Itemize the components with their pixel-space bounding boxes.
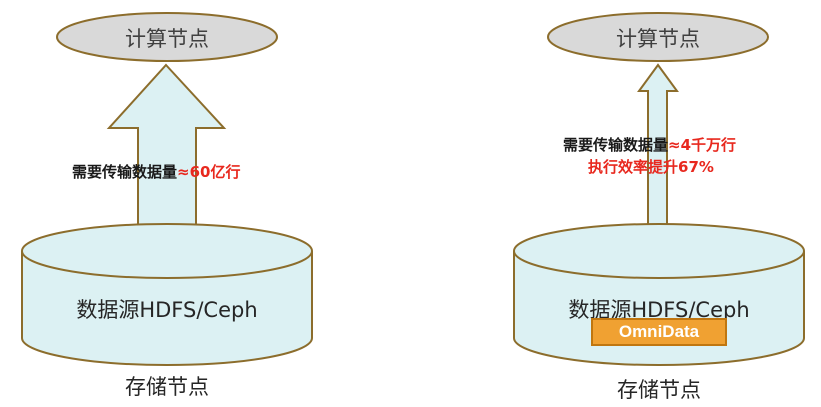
- left-transfer-value: ≈60亿行: [177, 163, 241, 181]
- right-transfer-value: ≈4千万行: [668, 136, 737, 154]
- left-transfer-arrow: [106, 63, 227, 241]
- left-data-source-cylinder: [21, 223, 313, 366]
- right-storage-node-label: 存储节点: [617, 378, 701, 402]
- right-compute-node-label: 计算节点: [616, 27, 700, 51]
- left-compute-node-label: 计算节点: [125, 27, 209, 51]
- omnidata-badge: OmniData: [591, 318, 727, 346]
- left-transfer-label: 需要传输数据量: [72, 163, 178, 181]
- left-data-source-label: 数据源HDFS/Ceph: [76, 298, 258, 322]
- right-transfer-label: 需要传输数据量: [563, 136, 669, 154]
- right-data-source-cylinder: [513, 223, 805, 366]
- right-transfer-note: 需要传输数据量≈4千万行: [563, 134, 736, 155]
- left-compute-node-ellipse: [56, 12, 278, 62]
- left-storage-node-label: 存储节点: [125, 375, 209, 399]
- right-compute-node-ellipse: [547, 12, 769, 62]
- right-efficiency-label: 执行效率提升67%: [588, 158, 714, 176]
- left-transfer-note: 需要传输数据量≈60亿行: [72, 161, 240, 182]
